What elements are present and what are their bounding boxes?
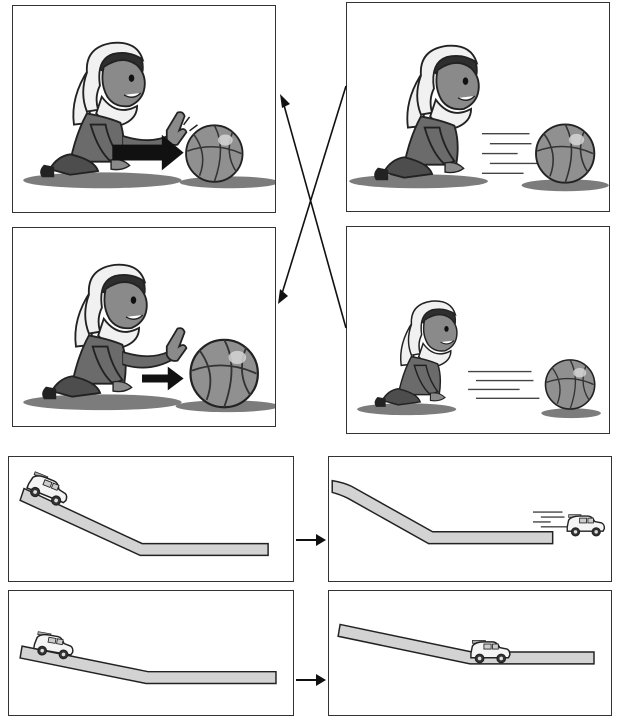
ramp-steep-end-illustration (329, 457, 611, 581)
ball-slow-illustration (347, 227, 609, 433)
push-weak-illustration (13, 228, 275, 426)
ramp-track (338, 624, 594, 663)
right-arrowhead (316, 534, 326, 546)
basketball-icon (546, 360, 595, 409)
motion-lines (482, 134, 537, 174)
push-arrow-icon (142, 367, 184, 391)
panel-ramp-gentle-end (328, 590, 612, 716)
panel-ball-slow (346, 226, 610, 434)
ramp-steep-start-illustration (9, 457, 293, 581)
panel-push-weak (12, 227, 276, 427)
panel-push-strong (12, 5, 276, 213)
push-strong-illustration (13, 6, 275, 212)
girl-kneeling-icon (375, 301, 457, 406)
right-arrowhead (316, 674, 326, 686)
girl-kneeling-icon (43, 265, 147, 399)
basketball-icon (190, 340, 257, 407)
basketball-icon (536, 124, 594, 182)
arrowhead-down-left (278, 289, 288, 304)
panel-ramp-steep-start (8, 456, 294, 582)
panel-ramp-gentle-start (8, 590, 294, 716)
ramp-gentle-start-illustration (9, 591, 293, 715)
panel-ramp-steep-end (328, 456, 612, 582)
floor-shadow (357, 403, 456, 415)
ball-fast-illustration (347, 3, 609, 211)
girl-kneeling-icon (375, 46, 479, 180)
motion-lines (468, 372, 539, 399)
toy-car-icon (567, 515, 604, 536)
cross-line-down (280, 86, 346, 300)
ramp-track (332, 481, 552, 544)
panel-ball-fast (346, 2, 610, 212)
motion-lines (533, 512, 570, 527)
arrowhead-up-left (280, 94, 290, 108)
cross-line-up (282, 98, 346, 328)
basketball-icon (186, 125, 242, 181)
ramp-gentle-end-illustration (329, 591, 611, 715)
